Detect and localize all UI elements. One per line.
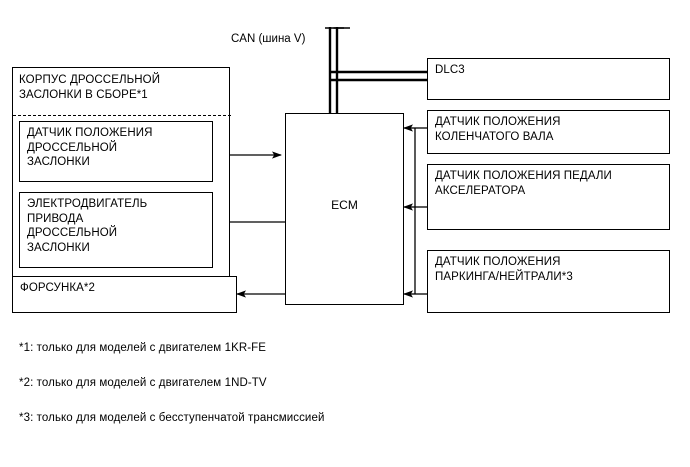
ecm-label: ECM (331, 198, 358, 212)
accelerator-pedal-position-sensor-label: ДАТЧИК ПОЛОЖЕНИЯ ПЕДАЛИ АКСЕЛЕРАТОРА (435, 170, 612, 197)
throttle-body-assembly-label: КОРПУС ДРОССЕЛЬНОЙ ЗАСЛОНКИ В СБОРЕ*1 (19, 74, 161, 101)
dlc3-label: DLC3 (435, 64, 465, 76)
connector-sensors-to-ecm (403, 124, 427, 298)
crankshaft-position-sensor-label: ДАТЧИК ПОЛОЖЕНИЯ КОЛЕНЧАТОГО ВАЛА (435, 116, 561, 143)
footnote-1: *1: только для моделей с двигателем 1KR-… (19, 342, 267, 354)
throttle-position-sensor-label: ДАТЧИК ПОЛОЖЕНИЯ ДРОССЕЛЬНОЙ ЗАСЛОНКИ (27, 127, 153, 168)
throttle-actuator-motor-box: ЭЛЕКТРОДВИГАТЕЛЬ ПРИВОДА ДРОССЕЛЬНОЙ ЗАС… (19, 192, 213, 268)
can-bus-trunk (325, 27, 350, 113)
injector-box: ФОРСУНКА*2 (12, 276, 237, 313)
can-bus-label: CAN (шина V) (231, 33, 306, 45)
group-divider (13, 115, 231, 116)
footnote-3: *3: только для моделей с бесступенчатой … (19, 412, 325, 424)
throttle-position-sensor-box: ДАТЧИК ПОЛОЖЕНИЯ ДРОССЕЛЬНОЙ ЗАСЛОНКИ (19, 121, 213, 182)
can-bus-branch-dlc3 (330, 70, 427, 82)
dlc3-box: DLC3 (427, 58, 670, 100)
footnote-2: *2: только для моделей с двигателем 1ND-… (19, 377, 267, 389)
injector-label: ФОРСУНКА*2 (20, 282, 96, 294)
ecm-box: ECM (285, 113, 404, 305)
crankshaft-position-sensor-box: ДАТЧИК ПОЛОЖЕНИЯ КОЛЕНЧАТОГО ВАЛА (427, 110, 670, 154)
throttle-actuator-motor-label: ЭЛЕКТРОДВИГАТЕЛЬ ПРИВОДА ДРОССЕЛЬНОЙ ЗАС… (27, 198, 148, 254)
park-neutral-position-sensor-label: ДАТЧИК ПОЛОЖЕНИЯ ПАРКИНГА/НЕЙТРАЛИ*3 (435, 256, 573, 283)
park-neutral-position-sensor-box: ДАТЧИК ПОЛОЖЕНИЯ ПАРКИНГА/НЕЙТРАЛИ*3 (427, 250, 670, 313)
accelerator-pedal-position-sensor-box: ДАТЧИК ПОЛОЖЕНИЯ ПЕДАЛИ АКСЕЛЕРАТОРА (427, 164, 670, 230)
